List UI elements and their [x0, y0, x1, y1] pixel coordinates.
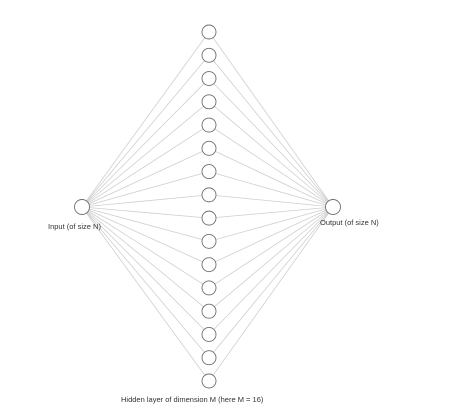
edges-group — [81, 31, 334, 382]
edge-input-to-hidden — [81, 124, 210, 208]
hidden-node — [201, 233, 217, 249]
edge-input-to-hidden — [81, 171, 210, 208]
hidden-layer-label: Hidden layer of dimension M (here M = 16… — [121, 395, 264, 404]
edge-input-to-hidden — [81, 206, 210, 266]
hidden-node — [201, 140, 217, 156]
edge-hidden-to-output — [208, 206, 334, 312]
hidden-node — [201, 94, 217, 110]
hidden-node — [201, 350, 217, 366]
edge-hidden-to-output — [208, 206, 334, 242]
edge-input-to-hidden — [81, 206, 210, 358]
edge-input-to-hidden — [81, 147, 210, 208]
edge-input-to-hidden — [81, 206, 210, 219]
edge-hidden-to-output — [208, 206, 334, 289]
edge-hidden-to-output — [208, 194, 334, 208]
output-node — [325, 199, 341, 215]
edge-hidden-to-output — [208, 206, 334, 335]
hidden-node — [201, 303, 217, 319]
edge-input-to-hidden — [81, 206, 210, 312]
edge-hidden-to-output — [208, 78, 334, 208]
edge-hidden-to-output — [208, 147, 334, 208]
hidden-node — [201, 280, 217, 296]
edge-hidden-to-output — [208, 206, 334, 219]
edge-input-to-hidden — [81, 206, 210, 382]
edge-hidden-to-output — [208, 171, 334, 208]
hidden-node — [201, 24, 217, 40]
input-label: Input (of size N) — [48, 222, 101, 231]
hidden-node — [201, 117, 217, 133]
edge-hidden-to-output — [208, 55, 334, 208]
edge-input-to-hidden — [81, 206, 210, 335]
edge-hidden-to-output — [208, 124, 334, 208]
hidden-node — [201, 373, 217, 389]
input-node — [74, 199, 90, 215]
edge-input-to-hidden — [81, 31, 210, 208]
edge-input-to-hidden — [81, 206, 210, 242]
edge-hidden-to-output — [208, 206, 334, 382]
nodes-group — [74, 24, 341, 389]
hidden-node — [201, 164, 217, 180]
hidden-node — [201, 71, 217, 86]
edge-input-to-hidden — [81, 206, 210, 289]
hidden-node — [201, 257, 217, 273]
output-label: Output (of size N) — [320, 218, 379, 227]
edge-input-to-hidden — [81, 194, 210, 208]
hidden-node — [201, 327, 217, 342]
hidden-node — [201, 47, 217, 63]
edge-hidden-to-output — [208, 206, 334, 358]
edge-hidden-to-output — [208, 31, 334, 208]
edge-hidden-to-output — [208, 101, 334, 208]
edge-input-to-hidden — [81, 78, 210, 208]
hidden-node — [201, 187, 217, 203]
edge-input-to-hidden — [81, 55, 210, 208]
edge-hidden-to-output — [208, 206, 334, 266]
edge-input-to-hidden — [81, 101, 210, 208]
hidden-node — [201, 210, 217, 226]
